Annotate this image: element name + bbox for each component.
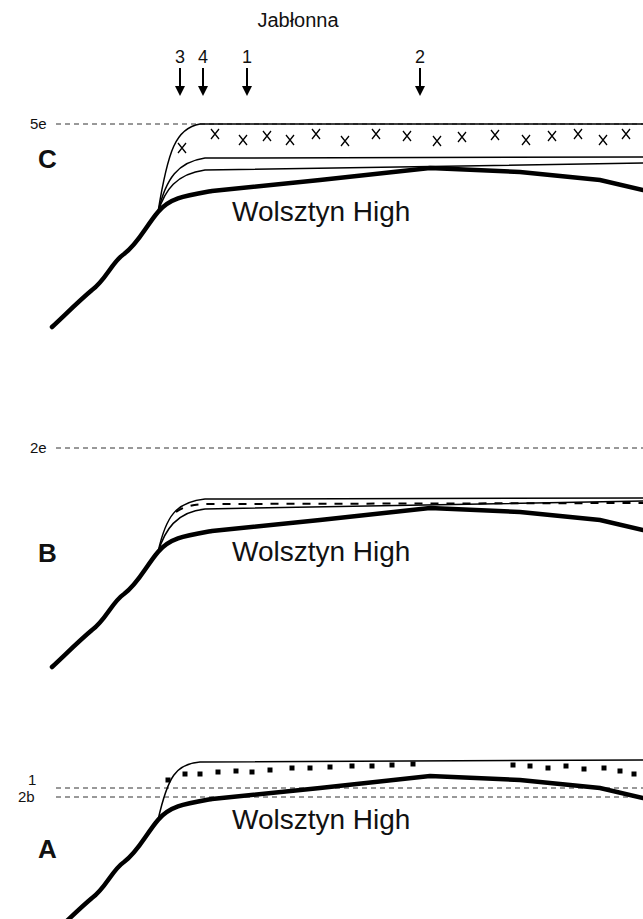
sand-dot: [528, 764, 533, 769]
panel-c: [52, 124, 643, 327]
panel-letter: B: [38, 540, 57, 566]
x-mark: [433, 136, 441, 146]
sand-dot: [328, 765, 333, 770]
sand-dot: [618, 769, 623, 774]
x-mark: [263, 131, 271, 141]
panel-letter: C: [38, 146, 57, 172]
x-mark: [286, 135, 294, 145]
structure-name: Wolsztyn High: [232, 806, 410, 834]
panel-b: [52, 448, 643, 667]
datum-label: 2b: [18, 789, 35, 804]
sand-dot: [250, 770, 255, 775]
sand-dot: [166, 778, 171, 783]
structure-name: Wolsztyn High: [232, 198, 410, 226]
datum-line: [56, 448, 643, 449]
x-mark: [574, 129, 582, 139]
x-mark: [622, 129, 630, 139]
place-name: Jabłonna: [257, 10, 338, 30]
x-mark: [211, 129, 219, 139]
sand-dot: [216, 770, 221, 775]
well-number: 1: [242, 48, 252, 66]
x-mark: [239, 135, 247, 145]
sand-dot: [350, 764, 355, 769]
sand-dot: [411, 762, 416, 767]
sand-dot: [511, 763, 516, 768]
sand-dot: [268, 768, 273, 773]
x-mark: [548, 131, 556, 141]
well-number: 4: [198, 48, 208, 66]
panel-letter: A: [38, 836, 57, 862]
sand-dot: [290, 766, 295, 771]
basement-line: [52, 776, 643, 919]
well-number: 2: [415, 48, 425, 66]
basement-line: [52, 168, 643, 327]
sand-dot: [602, 766, 607, 771]
panel-a: [52, 760, 643, 919]
x-mark: [341, 136, 349, 146]
sand-dot: [390, 763, 395, 768]
sand-dot: [234, 769, 239, 774]
sand-dot: [564, 764, 569, 769]
sand-dot: [308, 766, 313, 771]
well-arrows: [175, 68, 425, 96]
datum-line: [56, 797, 643, 798]
x-mark: [403, 131, 411, 141]
evaporite-marks: [178, 129, 630, 153]
x-mark: [491, 130, 499, 140]
sand-dot: [198, 772, 203, 777]
sand-dot: [183, 772, 188, 777]
basement-line: [52, 508, 643, 667]
well-number: 3: [175, 48, 185, 66]
x-mark: [312, 129, 320, 139]
x-mark: [599, 135, 607, 145]
x-mark: [522, 135, 530, 145]
x-mark: [372, 129, 380, 139]
datum-label: 1: [28, 772, 36, 787]
datum-label: 5e: [30, 116, 47, 131]
datum-label: 2e: [30, 440, 47, 455]
structure-name: Wolsztyn High: [232, 538, 410, 566]
x-mark: [458, 132, 466, 142]
sand-dot: [582, 767, 587, 772]
sand-dot: [546, 766, 551, 771]
sand-dots: [166, 762, 637, 783]
datum-line: [56, 788, 643, 789]
x-mark: [178, 143, 186, 153]
sand-dot: [632, 772, 637, 777]
sand-dot: [370, 764, 375, 769]
